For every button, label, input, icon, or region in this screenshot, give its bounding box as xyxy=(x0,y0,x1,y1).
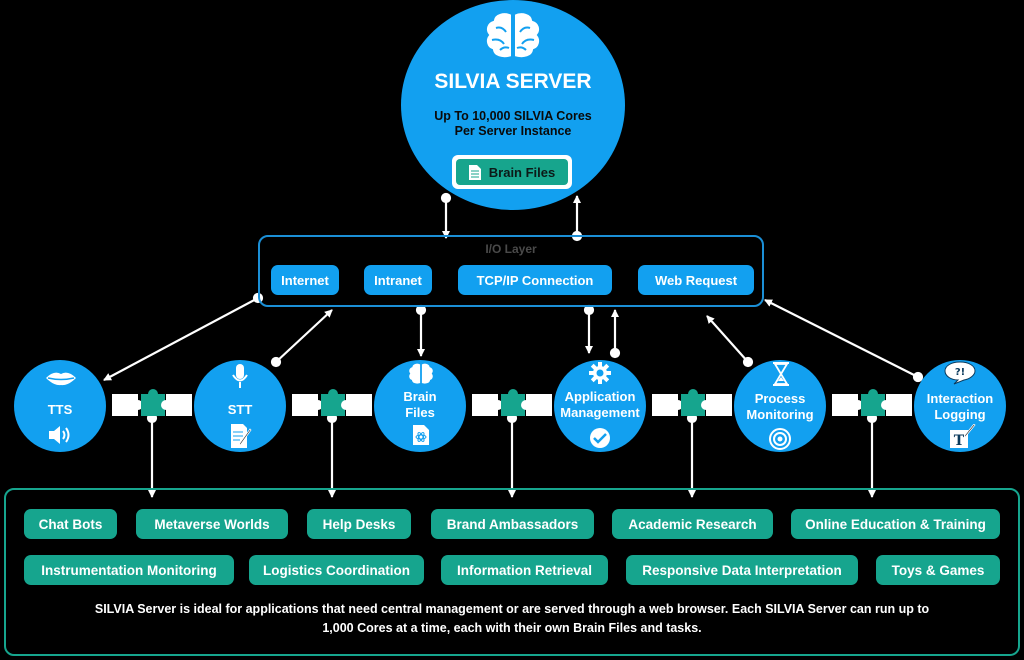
speaker-icon xyxy=(49,426,70,444)
io-web-request-button[interactable]: Web Request xyxy=(638,265,754,295)
svg-text:?!: ?! xyxy=(955,367,965,378)
app-brand-ambassadors[interactable]: Brand Ambassadors xyxy=(431,509,594,539)
puzzle-piece-icon xyxy=(832,389,912,416)
server-subtitle-line2: Per Server Instance xyxy=(454,124,572,138)
module-app-line1: Application xyxy=(564,389,636,404)
module-app-line2: Management xyxy=(560,405,640,420)
lips-icon xyxy=(46,372,76,386)
arrow-logging-to-io xyxy=(764,299,919,378)
brain-icon xyxy=(408,362,434,385)
note-pencil-icon xyxy=(231,424,252,448)
app-chat-bots[interactable]: Chat Bots xyxy=(24,509,117,539)
puzzle-piece-icon xyxy=(472,389,552,416)
footer-line2: 1,000 Cores at a time, each with their o… xyxy=(322,621,702,635)
module-process-monitoring-label: Process Monitoring xyxy=(734,391,826,423)
footer-line1: SILVIA Server is ideal for applications … xyxy=(94,602,930,616)
io-internet-button[interactable]: Internet xyxy=(271,265,339,295)
module-process-line1: Process xyxy=(754,391,806,406)
module-application-management-label: Application Management xyxy=(554,389,646,421)
io-layer-title: I/O Layer xyxy=(485,242,537,256)
footer-description: SILVIA Server is ideal for applications … xyxy=(20,600,1004,638)
app-logistics-coordination[interactable]: Logistics Coordination xyxy=(249,555,424,585)
app-online-education[interactable]: Online Education & Training xyxy=(791,509,1000,539)
puzzle-piece-icon xyxy=(652,389,732,416)
document-icon xyxy=(468,164,481,180)
io-tcpip-button[interactable]: TCP/IP Connection xyxy=(458,265,612,295)
app-toys-games[interactable]: Toys & Games xyxy=(876,555,1000,585)
module-interaction-logging-label: Interaction Logging xyxy=(914,391,1006,423)
io-intranet-button[interactable]: Intranet xyxy=(364,265,432,295)
module-brain-files-line1: Brain xyxy=(403,389,437,404)
target-icon xyxy=(769,428,791,450)
text-edit-icon: T xyxy=(950,424,976,448)
app-help-desks[interactable]: Help Desks xyxy=(307,509,411,539)
atom-document-icon xyxy=(413,425,429,445)
applications-box xyxy=(4,488,1020,656)
module-process-line2: Monitoring xyxy=(746,407,814,422)
gear-icon xyxy=(589,362,611,384)
app-information-retrieval[interactable]: Information Retrieval xyxy=(441,555,608,585)
server-title: SILVIA SERVER xyxy=(434,70,592,93)
app-instrumentation-monitoring[interactable]: Instrumentation Monitoring xyxy=(24,555,234,585)
module-brain-files-label: Brain Files xyxy=(374,389,466,421)
module-logging-line2: Logging xyxy=(934,407,986,422)
io-layer-box xyxy=(258,235,764,307)
arrow-io-to-tts xyxy=(103,297,259,381)
hourglass-icon xyxy=(773,362,789,386)
arrow-process-to-io xyxy=(706,315,749,363)
server-subtitle: Up To 10,000 SILVIA Cores Per Server Ins… xyxy=(401,109,625,139)
brain-icon xyxy=(484,11,542,60)
puzzle-connectors xyxy=(112,389,912,416)
brain-files-button[interactable]: Brain Files xyxy=(456,159,568,185)
brain-files-label: Brain Files xyxy=(488,164,556,180)
app-metaverse-worlds[interactable]: Metaverse Worlds xyxy=(136,509,288,539)
module-logging-line1: Interaction xyxy=(926,391,994,406)
checkmark-circle-icon xyxy=(590,428,610,448)
speech-bubble-icon: ?! xyxy=(944,361,976,385)
microphone-icon xyxy=(232,364,248,388)
module-brain-files-line2: Files xyxy=(405,405,435,420)
arrow-stt-to-io xyxy=(275,309,333,363)
module-tts-label: TTS xyxy=(47,402,73,417)
svg-text:T: T xyxy=(954,433,965,448)
app-responsive-data-interpretation[interactable]: Responsive Data Interpretation xyxy=(626,555,858,585)
app-academic-research[interactable]: Academic Research xyxy=(612,509,773,539)
puzzle-piece-icon xyxy=(112,389,192,416)
module-stt-label: STT xyxy=(227,402,253,417)
puzzle-piece-icon xyxy=(292,389,372,416)
server-subtitle-line1: Up To 10,000 SILVIA Cores xyxy=(434,109,592,123)
